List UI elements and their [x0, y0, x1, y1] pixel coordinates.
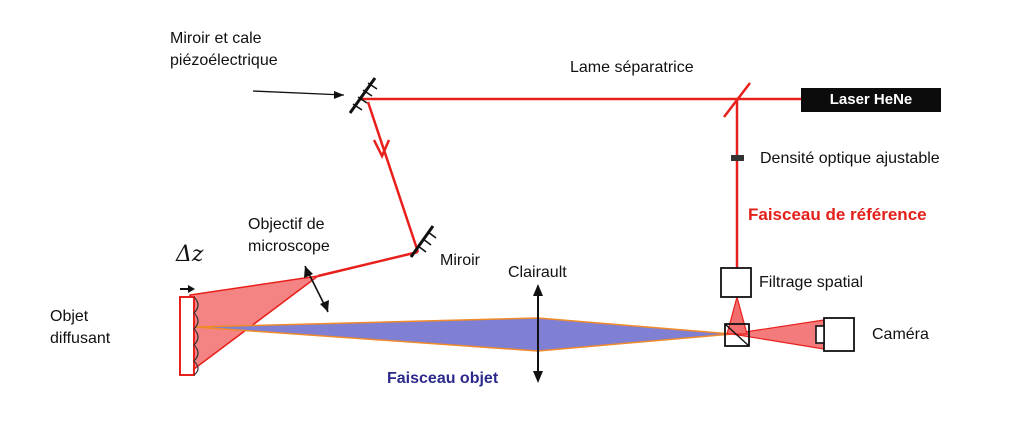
label-mirror: Miroir — [440, 252, 480, 269]
cube-beam-splitter — [724, 323, 750, 347]
camera-lens — [815, 325, 825, 344]
piezo-pointer-arrowhead — [334, 91, 344, 99]
label-laser: Laser HeNe — [801, 88, 941, 112]
label-delta-z: Δz — [176, 242, 204, 267]
camera-body — [823, 317, 855, 352]
beam-direction-arrow — [372, 139, 391, 159]
beam-splitter — [723, 82, 751, 118]
density-filter — [731, 155, 744, 161]
diffusing-object — [179, 296, 195, 376]
mirror — [409, 225, 435, 258]
beam-mirror-to-objective — [317, 250, 419, 278]
lens-arrow-bottom — [533, 371, 543, 383]
piezo-mirror — [348, 77, 377, 114]
label-objective: Objectif de microscope — [248, 216, 330, 255]
delta-z-arrowhead — [188, 285, 195, 293]
beam-mirror-to-mirror — [366, 101, 420, 253]
label-object-beam: Faisceau objet — [387, 370, 499, 387]
piezo-mirror-hatching — [352, 82, 378, 111]
label-clairault: Clairault — [508, 264, 567, 281]
label-mirror-piezo: Miroir et cale piézoélectrique — [170, 30, 278, 69]
label-beam-splitter: Lame séparatrice — [570, 59, 694, 76]
label-camera: Caméra — [872, 326, 929, 343]
label-spatial-filter: Filtrage spatial — [759, 274, 864, 291]
label-reference-beam: Faisceau de référence — [748, 205, 927, 224]
objective-arrowhead-top — [304, 266, 313, 278]
label-object: Objet diffusant — [50, 308, 111, 347]
spatial-filter — [720, 267, 752, 298]
lens-arrow-top — [533, 284, 543, 296]
cube-diagonal — [724, 323, 750, 347]
objective-arrowhead-bottom — [320, 300, 329, 312]
object-beam — [194, 317, 733, 352]
label-density: Densité optique ajustable — [760, 150, 940, 167]
piezo-pointer-arrow — [252, 90, 345, 96]
object-surface — [193, 296, 199, 376]
mirror-hatching — [417, 231, 437, 253]
